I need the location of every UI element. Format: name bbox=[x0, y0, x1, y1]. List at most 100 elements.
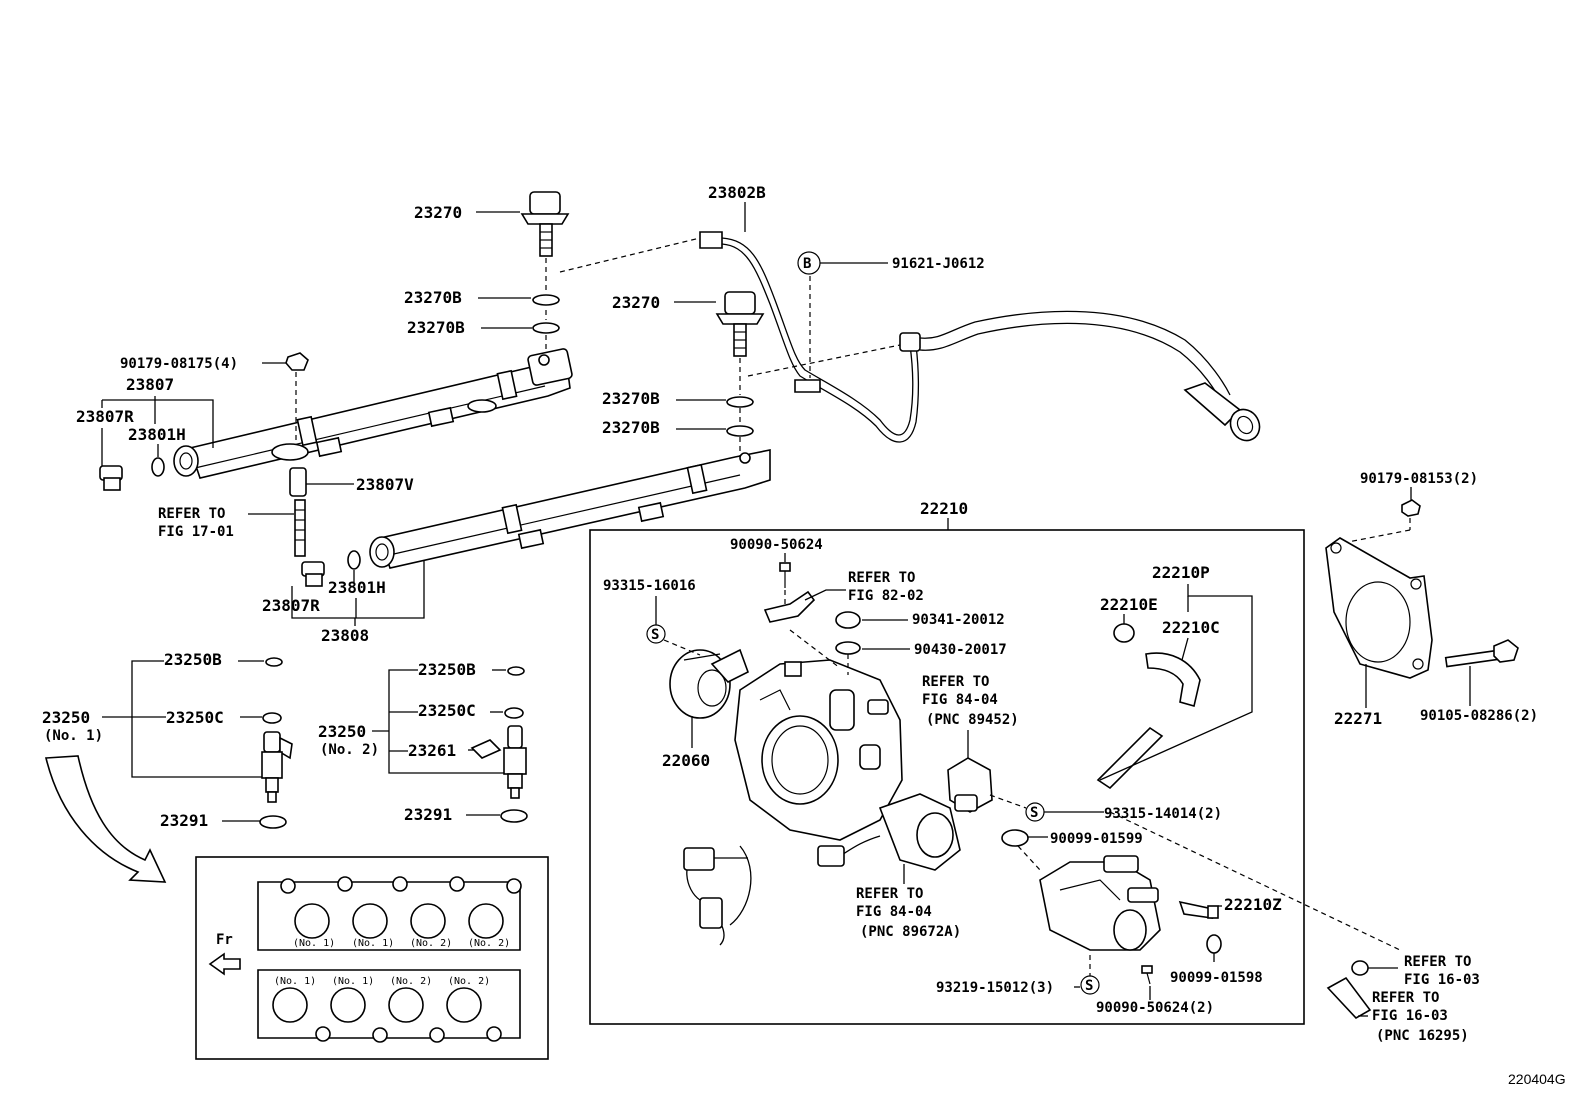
label-refer-84-a1: REFER TO bbox=[922, 674, 989, 690]
bracket-refer-82-02[interactable] bbox=[763, 590, 816, 623]
label-23261: 23261 bbox=[408, 741, 456, 760]
label-23808: 23808 bbox=[321, 626, 369, 645]
o-ring-23250b-1[interactable] bbox=[265, 657, 283, 667]
label-b: B bbox=[803, 256, 811, 272]
label-23250c-2: 23250C bbox=[418, 701, 476, 720]
label-90099-01598: 90099-01598 bbox=[1170, 970, 1263, 986]
o-ring-23270b-4[interactable] bbox=[726, 425, 754, 437]
o-ring-23801h-lower[interactable] bbox=[347, 550, 361, 570]
bolt-90179-08153[interactable] bbox=[1401, 499, 1421, 517]
gasket-90099-01598[interactable] bbox=[1206, 934, 1222, 954]
pipe-22210p[interactable] bbox=[1096, 726, 1164, 790]
label-23250b-2: 23250B bbox=[418, 660, 476, 679]
o-ring-23801h-upper[interactable] bbox=[151, 457, 165, 477]
clamp-16-03[interactable] bbox=[1351, 960, 1369, 976]
fuel-delivery-pipe-23808[interactable] bbox=[369, 449, 771, 569]
insulator-23250c-1[interactable] bbox=[262, 712, 282, 724]
inset-bottom-label-3: (No. 2) bbox=[390, 976, 432, 987]
label-refer-82-a: REFER TO bbox=[848, 570, 915, 586]
label-refer-84-b2: FIG 84-04 bbox=[856, 904, 932, 920]
plug-23807r-upper[interactable] bbox=[99, 465, 123, 491]
label-93219-15012: 93219-15012(3) bbox=[936, 980, 1054, 996]
label-23250b-1: 23250B bbox=[164, 650, 222, 669]
label-fr: Fr bbox=[216, 932, 233, 948]
bolt-90179-08175[interactable] bbox=[285, 352, 309, 371]
inset-bottom-label-2: (No. 1) bbox=[332, 976, 374, 987]
gasket-22271[interactable] bbox=[1325, 537, 1433, 679]
label-refer-16b-2: FIG 16-03 bbox=[1372, 1008, 1448, 1024]
label-refer-82-b: FIG 82-02 bbox=[848, 588, 924, 604]
o-ring-23270b-1[interactable] bbox=[532, 294, 560, 306]
clamp-22210e[interactable] bbox=[1113, 623, 1135, 643]
label-23270b-1: 23270B bbox=[404, 288, 462, 307]
label-refer-84-b3: (PNC 89672A) bbox=[860, 924, 961, 940]
pressure-regulator-23270-left[interactable] bbox=[520, 191, 570, 257]
o-ring-23270b-2[interactable] bbox=[532, 322, 560, 334]
o-ring-90430-20017[interactable] bbox=[835, 641, 861, 655]
inset-bottom-label-1: (No. 1) bbox=[274, 976, 316, 987]
label-23801h-upper: 23801H bbox=[128, 425, 186, 444]
label-23270b-4: 23270B bbox=[602, 418, 660, 437]
air-valve-assembly[interactable] bbox=[1039, 855, 1161, 951]
label-23250-no2: 23250 bbox=[318, 722, 366, 741]
gasket-90099-01599[interactable] bbox=[1001, 829, 1029, 847]
sensor-89452[interactable] bbox=[947, 757, 993, 813]
o-ring-23250b-2[interactable] bbox=[507, 666, 525, 676]
inset-top-label-3: (No. 2) bbox=[410, 938, 452, 949]
label-s3: S bbox=[1085, 978, 1093, 994]
curved-arrow-icon bbox=[44, 755, 167, 883]
injector-no2[interactable] bbox=[503, 725, 527, 799]
label-90099-01599: 90099-01599 bbox=[1050, 831, 1143, 847]
label-22210: 22210 bbox=[920, 499, 968, 518]
throttle-position-sensor-22060[interactable] bbox=[669, 648, 749, 719]
plug-90341-20012[interactable] bbox=[835, 611, 861, 629]
label-refer-84-b1: REFER TO bbox=[856, 886, 923, 902]
spacer-23807v[interactable] bbox=[289, 467, 307, 497]
label-23250-no1-sub: (No. 1) bbox=[44, 728, 103, 744]
label-22210e: 22210E bbox=[1100, 595, 1158, 614]
idle-speed-control-motor[interactable] bbox=[817, 793, 961, 871]
bolt-90105-08286[interactable] bbox=[1444, 639, 1519, 668]
label-23807: 23807 bbox=[126, 375, 174, 394]
screw-90090-50624[interactable] bbox=[779, 562, 791, 588]
label-23270-left: 23270 bbox=[414, 203, 462, 222]
label-s2: S bbox=[1030, 805, 1038, 821]
screw-90090-50624-2[interactable] bbox=[1141, 965, 1153, 985]
o-ring-23291-2[interactable] bbox=[500, 809, 528, 823]
wire-harness[interactable] bbox=[683, 845, 752, 946]
label-90430-20017: 90430-20017 bbox=[914, 642, 1007, 658]
o-ring-23270b-3[interactable] bbox=[726, 396, 754, 408]
pressure-regulator-23270-center[interactable] bbox=[715, 291, 765, 357]
label-91621-j0612: 91621-J0612 bbox=[892, 256, 985, 272]
label-22210c: 22210C bbox=[1162, 618, 1220, 637]
injector-no1[interactable] bbox=[261, 731, 293, 803]
stud-bolt[interactable] bbox=[294, 499, 306, 557]
label-23801h-lower: 23801H bbox=[328, 578, 386, 597]
label-22210z: 22210Z bbox=[1224, 895, 1282, 914]
hose-22210c[interactable] bbox=[1145, 652, 1201, 708]
label-refer-84-a2: FIG 84-04 bbox=[922, 692, 998, 708]
label-refer-to-17-a: REFER TO bbox=[158, 506, 225, 522]
label-refer-to-17-b: FIG 17-01 bbox=[158, 524, 234, 540]
sensor-22210z[interactable] bbox=[1178, 900, 1219, 919]
label-23270-center: 23270 bbox=[612, 293, 660, 312]
o-ring-23291-1[interactable] bbox=[259, 815, 287, 829]
grommet-23261[interactable] bbox=[470, 739, 502, 759]
label-90105-08286: 90105-08286(2) bbox=[1420, 708, 1538, 724]
label-refer-16b-1: REFER TO bbox=[1372, 990, 1439, 1006]
label-90090-50624-2: 90090-50624(2) bbox=[1096, 1000, 1214, 1016]
label-refer-16b-3: (PNC 16295) bbox=[1376, 1028, 1469, 1044]
label-23807r-lower: 23807R bbox=[262, 596, 320, 615]
insulator-23250c-2[interactable] bbox=[504, 707, 524, 719]
label-93315-16016: 93315-16016 bbox=[603, 578, 696, 594]
label-22210p: 22210P bbox=[1152, 563, 1210, 582]
plug-23807r-lower[interactable] bbox=[301, 561, 325, 587]
label-22060: 22060 bbox=[662, 751, 710, 770]
fuel-delivery-pipe-23807[interactable] bbox=[173, 348, 573, 479]
hose-16295[interactable] bbox=[1326, 976, 1372, 1020]
injector-layout-inset bbox=[195, 856, 549, 1060]
throttle-body[interactable] bbox=[734, 659, 903, 841]
fuel-tube-23802b[interactable] bbox=[699, 231, 1265, 446]
label-23807r-upper: 23807R bbox=[76, 407, 134, 426]
inset-top-label-1: (No. 1) bbox=[293, 938, 335, 949]
